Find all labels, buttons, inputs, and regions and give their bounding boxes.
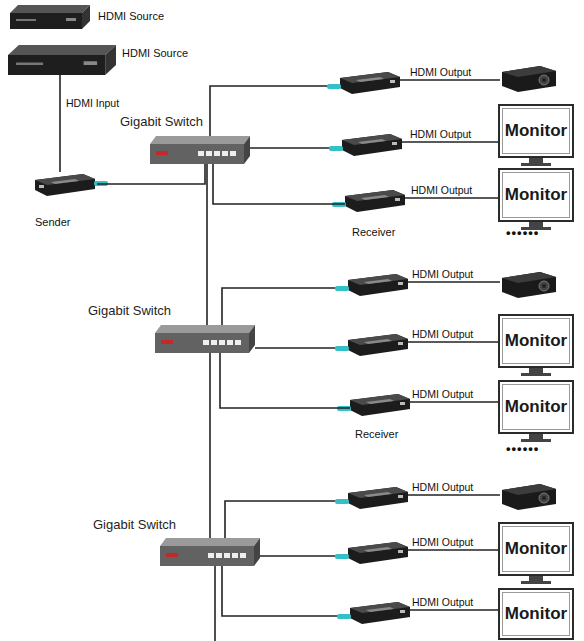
cable-connector <box>213 164 345 204</box>
receiver-device <box>337 394 410 416</box>
network-wire <box>222 288 348 325</box>
monitor-screen: Monitor <box>498 104 574 158</box>
hdmi-source-device <box>8 45 116 75</box>
sender-box: Sender <box>35 172 97 198</box>
hdmi-wire <box>410 609 498 611</box>
device-label: HDMI Source <box>98 10 164 23</box>
receiver-device <box>327 72 400 94</box>
gigabit-switch: Gigabit Switch <box>155 325 255 353</box>
network-wire <box>225 501 348 538</box>
connector-label: HDMI Input <box>66 97 119 109</box>
monitor-label: Monitor <box>505 539 567 559</box>
monitor-stand <box>521 434 551 442</box>
monitor-stand <box>521 576 551 584</box>
hdmi-source-device <box>10 5 90 29</box>
network-wire <box>222 566 350 616</box>
receiver-device <box>329 134 402 156</box>
monitor-label: Monitor <box>505 604 567 624</box>
signal-label: HDMI Output <box>412 481 473 493</box>
cable-connector <box>209 353 211 538</box>
hdmi-wire <box>402 141 498 143</box>
signal-label: HDMI Output <box>412 268 473 280</box>
connector-label: HDMI Output <box>412 388 473 400</box>
device-label: HDMI Source <box>122 47 188 60</box>
network-wire <box>210 86 340 136</box>
hdmi-source: HDMI Source <box>8 45 116 75</box>
continuation-dots: •••••• <box>506 442 539 456</box>
cable-connector <box>59 75 61 172</box>
hdmi-wire <box>400 79 500 81</box>
monitor-label: Monitor <box>505 331 567 351</box>
monitor-label: Monitor <box>505 397 567 417</box>
cable-connector <box>405 197 498 199</box>
device-label: Sender <box>35 216 70 229</box>
receiver-box: Receiver <box>350 392 408 416</box>
cable-connector <box>97 164 205 184</box>
receiver-device <box>335 542 408 564</box>
monitor-screen: Monitor <box>498 168 574 222</box>
switch-device <box>155 325 255 353</box>
network-wire <box>255 347 348 349</box>
projector <box>502 66 556 92</box>
connector-label: HDMI Output <box>411 184 472 196</box>
monitor-label: Monitor <box>505 185 567 205</box>
sender-device <box>35 174 108 196</box>
monitor-screen: Monitor <box>498 380 574 434</box>
network-trunk <box>214 566 216 641</box>
projector <box>502 272 556 298</box>
gigabit-switch: Gigabit Switch <box>150 136 250 164</box>
switch-device <box>150 136 250 164</box>
signal-label: HDMI Output <box>412 328 473 340</box>
monitor-label: Monitor <box>505 121 567 141</box>
receiver-box: Receiver <box>345 188 405 212</box>
monitor-stand <box>521 158 551 166</box>
switch-label: Gigabit Switch <box>120 114 203 129</box>
receiver-device <box>332 190 405 212</box>
monitor-screen: Monitor <box>498 588 574 640</box>
hdmi-wire <box>408 341 498 343</box>
network-wire <box>250 147 342 149</box>
monitor-stand <box>521 368 551 376</box>
cable-connector <box>220 353 350 408</box>
signal-label: HDMI Output <box>412 536 473 548</box>
switch-label: Gigabit Switch <box>93 517 176 532</box>
continuation-dots: •••••• <box>506 226 539 240</box>
switch-label: Gigabit Switch <box>88 303 171 318</box>
device-label: Receiver <box>355 428 398 441</box>
cable-connector <box>408 401 498 403</box>
hdmi-wire <box>408 494 500 496</box>
monitor-screen: Monitor <box>498 314 574 368</box>
switch-device <box>160 538 260 566</box>
receiver-device <box>335 274 408 296</box>
hdmi-source: HDMI Source <box>10 5 90 29</box>
cable-connector <box>206 164 208 325</box>
gigabit-switch: Gigabit Switch <box>160 538 260 566</box>
monitor-screen: Monitor <box>498 522 574 576</box>
receiver-device <box>335 487 408 509</box>
projector <box>502 484 556 510</box>
hdmi-wire <box>408 549 498 551</box>
signal-label: HDMI Output <box>410 66 471 78</box>
signal-label: HDMI Output <box>412 596 473 608</box>
receiver-device <box>335 334 408 356</box>
network-wire <box>260 555 348 557</box>
signal-label: HDMI Output <box>410 128 471 140</box>
receiver-device <box>337 602 410 624</box>
hdmi-wire <box>408 281 500 283</box>
device-label: Receiver <box>352 226 395 239</box>
